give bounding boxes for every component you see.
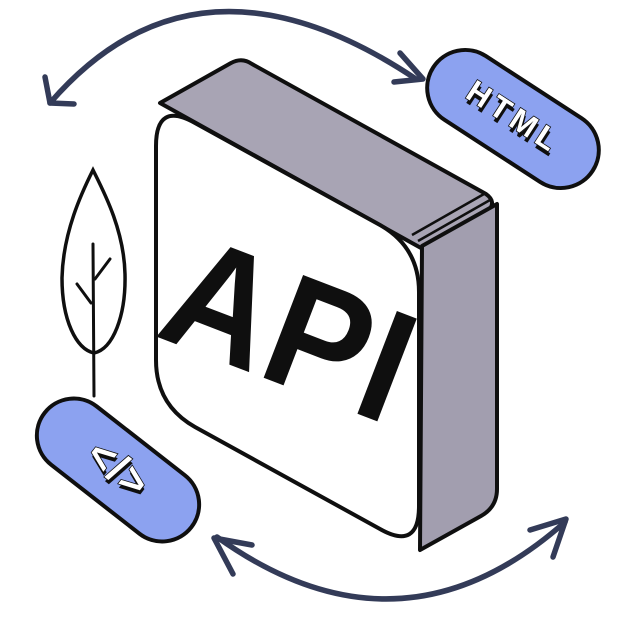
arrowhead-bottom-right-icon <box>527 516 569 560</box>
curved-arrow-bottom-icon <box>214 519 568 602</box>
arrowhead-top-left-icon <box>42 74 77 107</box>
rotation-arrows <box>42 8 569 602</box>
curved-arrow-top-icon <box>47 8 419 106</box>
arrowhead-bottom-left-icon <box>211 535 255 577</box>
cube-edge-seam-lines <box>411 192 491 243</box>
html-badge-pill <box>425 47 601 191</box>
cube-side-face <box>418 202 499 552</box>
cube-front-face <box>154 113 421 539</box>
arrowhead-top-right-icon <box>391 50 426 85</box>
api-cube: API <box>141 58 499 552</box>
leaf-branch-left <box>75 282 93 305</box>
code-badge-pill <box>34 396 202 544</box>
html-badge: HTML HTML <box>425 47 601 191</box>
seam-line-1 <box>417 198 491 243</box>
code-badge: </> </> <box>34 396 202 544</box>
seam-line-2 <box>411 192 485 237</box>
leaf-stem <box>91 242 96 398</box>
leaf-branch-right <box>93 257 112 281</box>
leaf-icon <box>60 166 127 398</box>
